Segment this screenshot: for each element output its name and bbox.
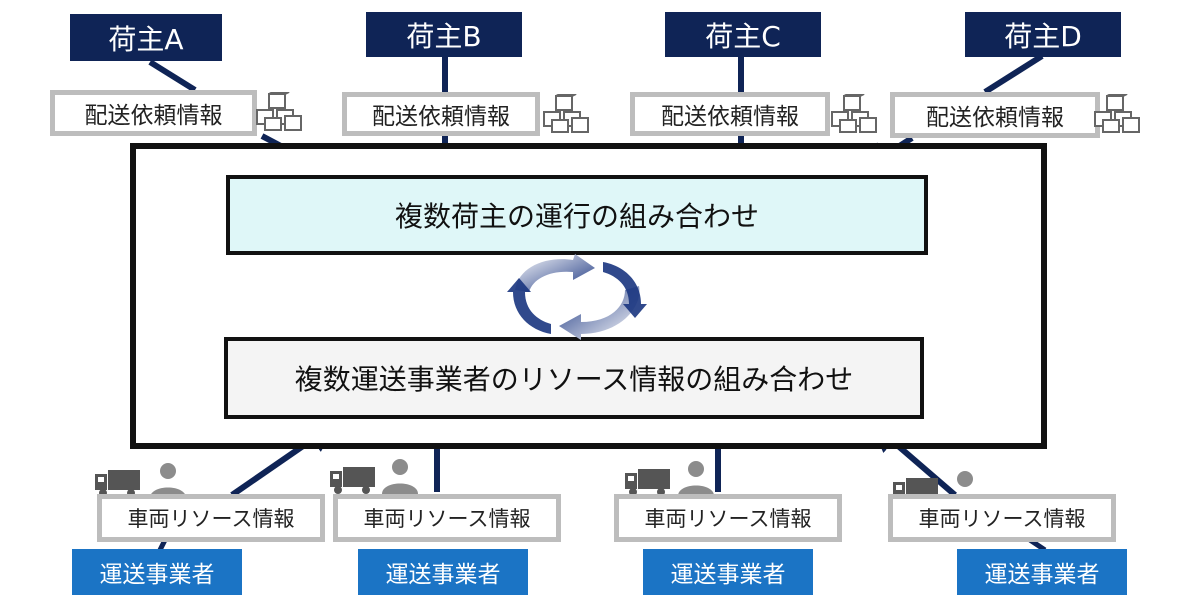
delivery-request-c: 配送依頼情報 [630, 92, 830, 136]
truck-icon [625, 469, 670, 496]
carrier-1: 運送事業者 [72, 549, 242, 595]
packages-icon [1094, 94, 1140, 133]
cycle-arrows-icon [507, 254, 647, 340]
person-icon [382, 459, 418, 494]
packages-icon [831, 94, 877, 133]
shipper-b: 荷主B [366, 12, 522, 57]
carrier-2: 運送事業者 [358, 549, 528, 595]
person-icon [678, 461, 714, 496]
shipper-c: 荷主C [665, 12, 821, 57]
delivery-request-b: 配送依頼情報 [342, 92, 540, 136]
delivery-request-d: 配送依頼情報 [890, 92, 1100, 138]
shipper-d: 荷主D [965, 12, 1121, 57]
packages-icon [543, 94, 589, 133]
truck-icon [330, 467, 375, 494]
delivery-request-a: 配送依頼情報 [50, 90, 257, 136]
resource-combination-box: 複数運送事業者のリソース情報の組み合わせ [224, 337, 924, 419]
shipper-a-connector [148, 59, 197, 93]
packages-icon [256, 92, 302, 131]
carrier-4: 運送事業者 [957, 549, 1127, 595]
person-icon [150, 463, 186, 498]
carrier-3: 運送事業者 [643, 549, 813, 595]
shipper-d-connector [983, 53, 1044, 95]
vehicle-resource-4: 車両リソース情報 [888, 494, 1116, 542]
vehicle-resource-2: 車両リソース情報 [333, 494, 561, 542]
vehicle-resource-1: 車両リソース情報 [97, 494, 325, 542]
vehicle-resource-3: 車両リソース情報 [614, 494, 842, 542]
shipper-a: 荷主A [70, 14, 222, 61]
shipper-combination-box: 複数荷主の運行の組み合わせ [226, 175, 928, 255]
